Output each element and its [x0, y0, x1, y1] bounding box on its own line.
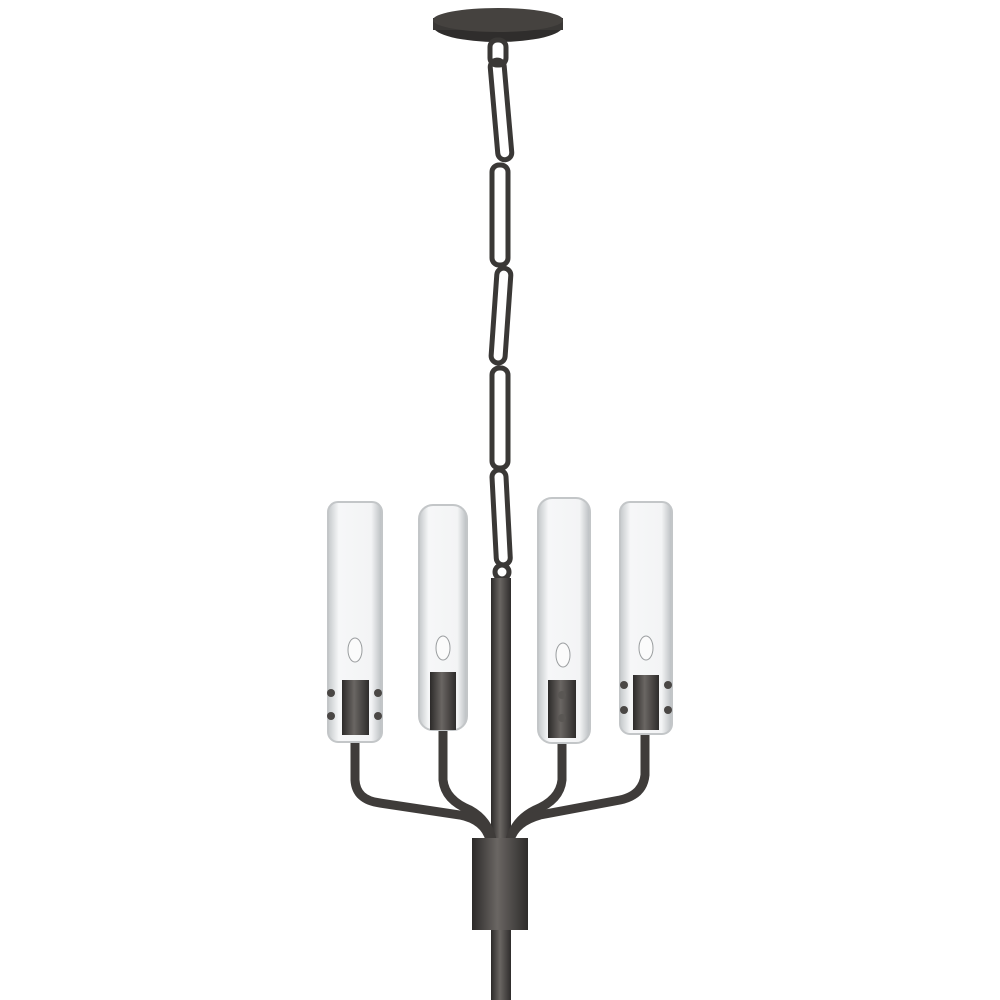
light-4	[619, 501, 673, 735]
center-stem	[491, 578, 511, 1000]
arms	[350, 725, 650, 845]
chain	[487, 37, 515, 582]
center-body	[472, 838, 528, 930]
light-1	[327, 501, 383, 743]
light-3	[537, 497, 591, 744]
light-2	[418, 504, 468, 731]
ceiling-canopy	[433, 8, 563, 42]
